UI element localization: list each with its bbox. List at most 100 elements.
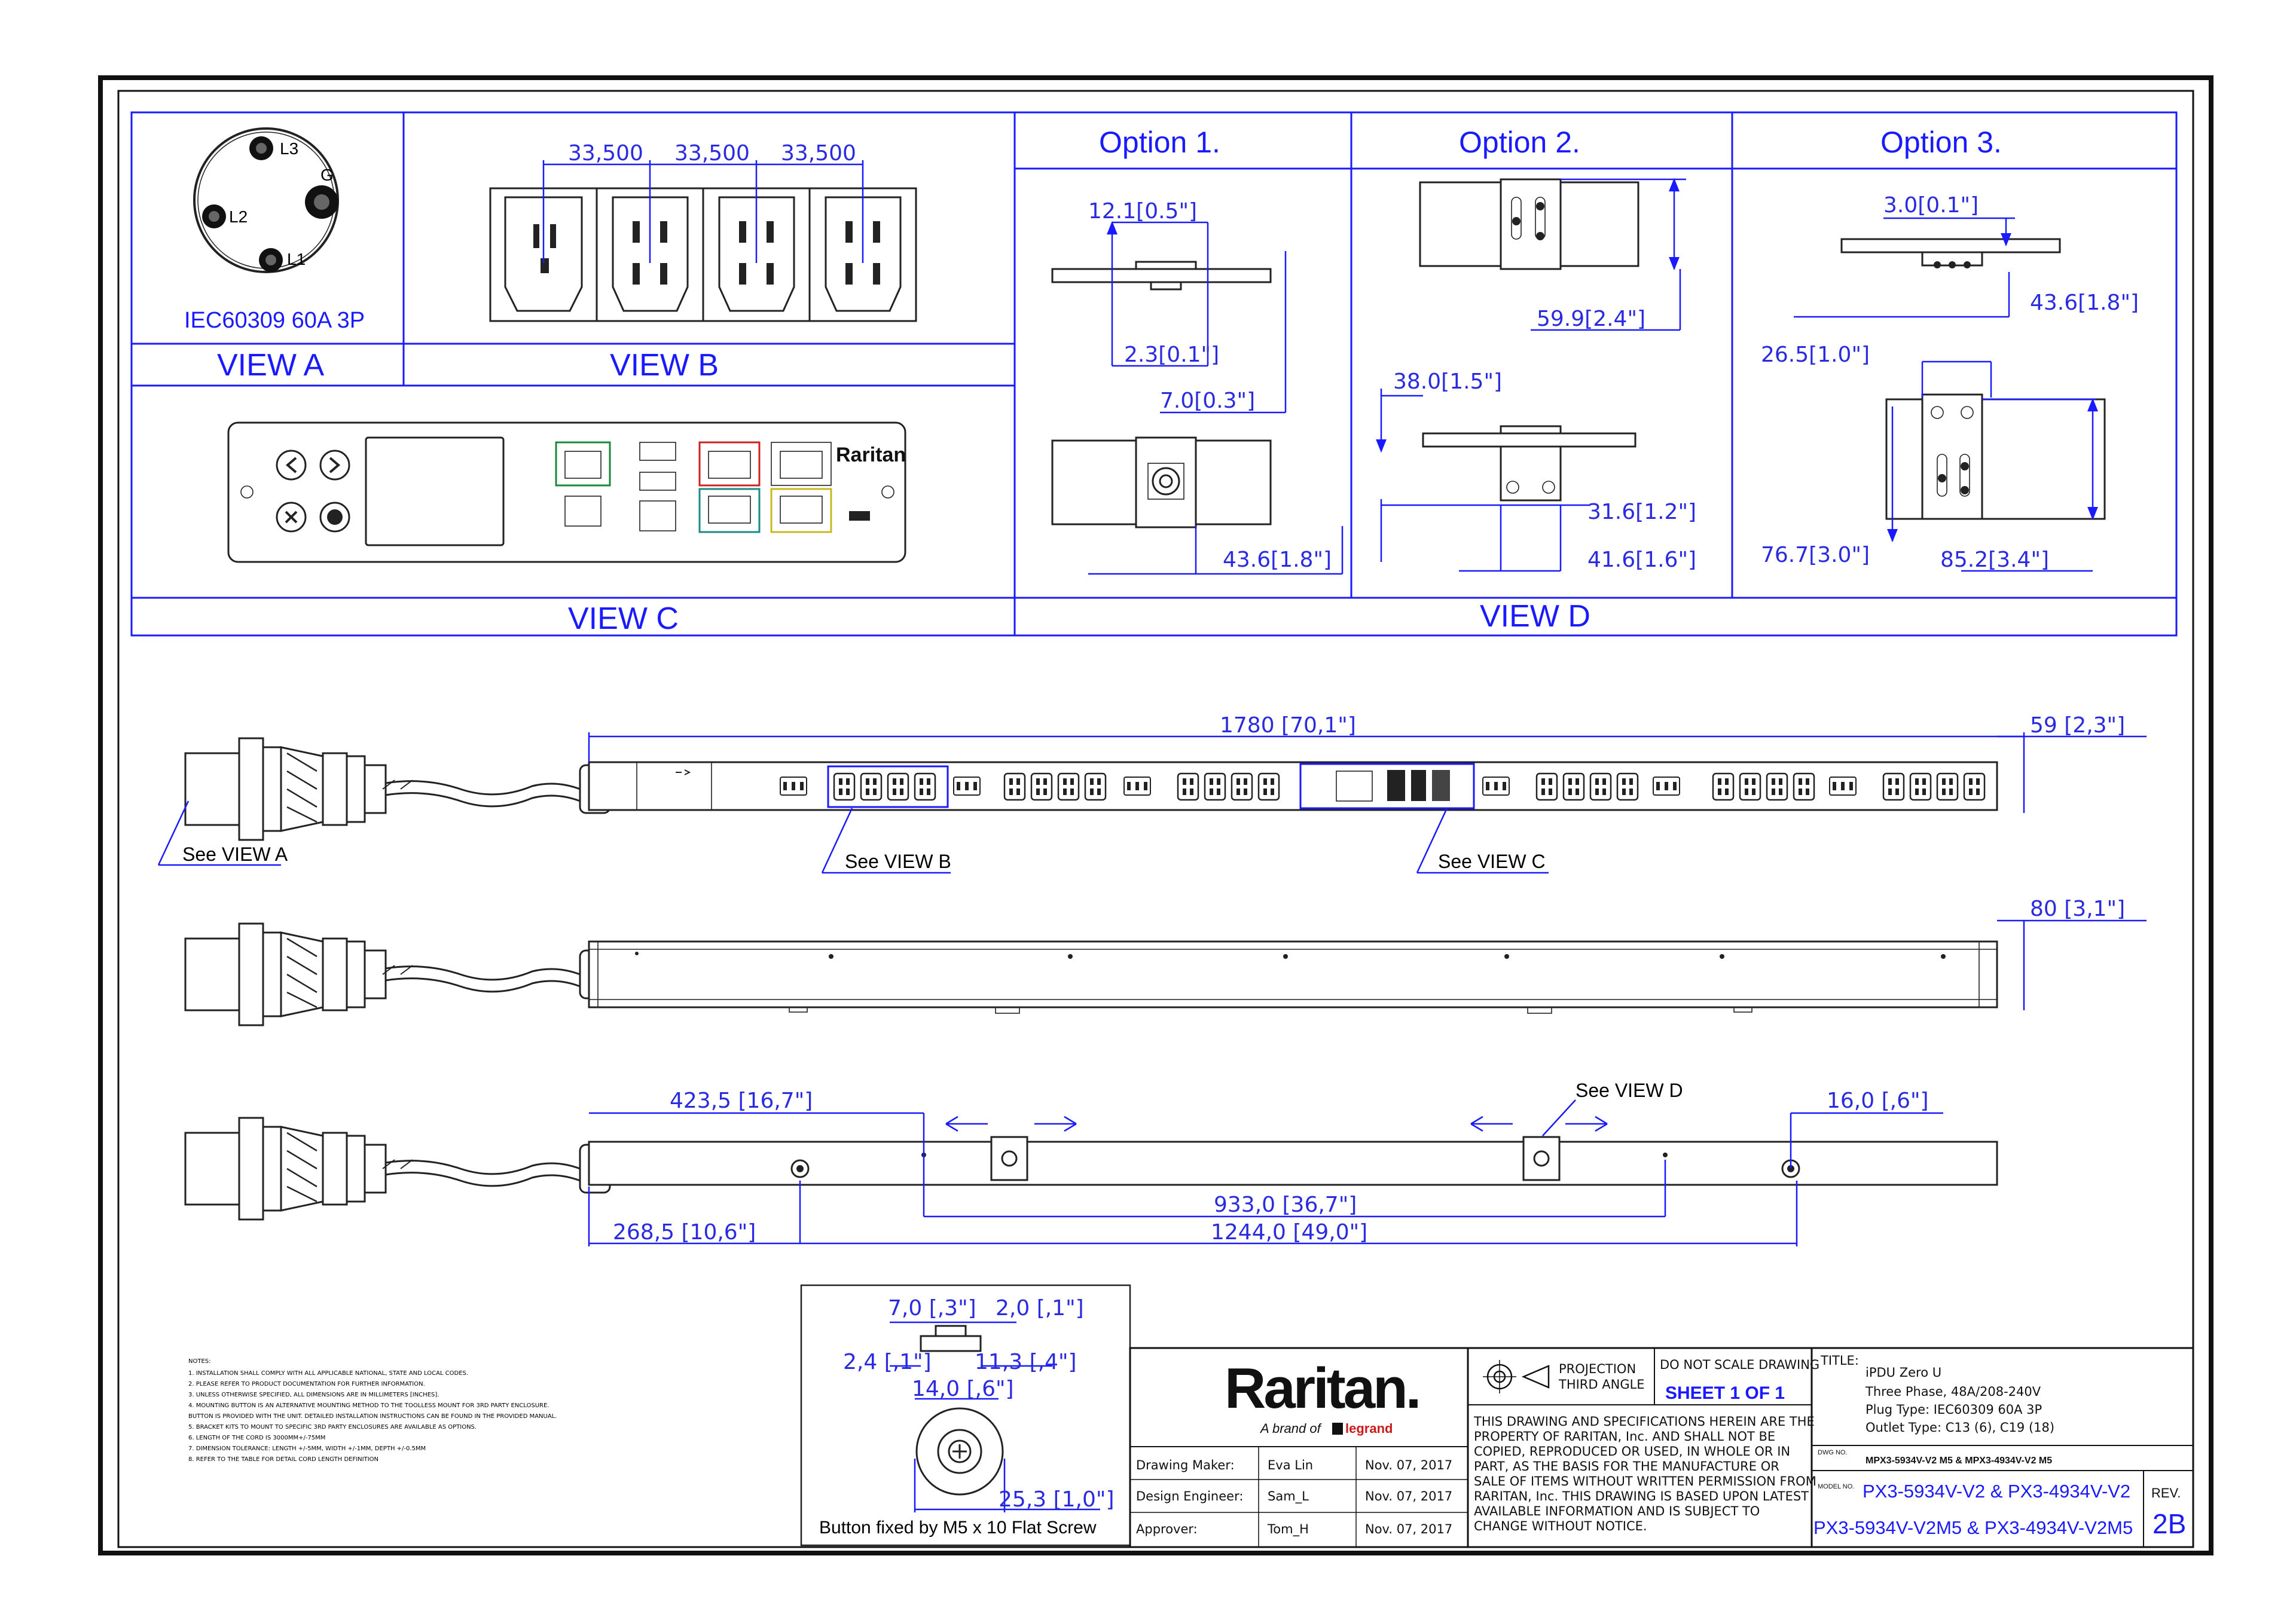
view-b-pitch-3: 33,500 bbox=[781, 141, 856, 166]
note-line-1: 1. INSTALLATION SHALL COMPLY WITH ALL AP… bbox=[188, 1370, 468, 1377]
view-c-controller-panel: Raritan bbox=[227, 421, 906, 563]
opt2-dim-3: 31.6[1.2"] bbox=[1587, 500, 1696, 524]
disclaimer-3: COPIED, REPRODUCED OR USED, IN WHOLE OR … bbox=[1474, 1444, 1790, 1459]
date-approver: Nov. 07, 2017 bbox=[1365, 1522, 1452, 1536]
brand-parent: legrand bbox=[1345, 1421, 1393, 1436]
title-line-3: Plug Type: IEC60309 60A 3P bbox=[1866, 1402, 2042, 1417]
pin-label-l2: L2 bbox=[229, 207, 248, 226]
opt2-dim-1: 59.9[2.4"] bbox=[1537, 307, 1645, 331]
title-block: Raritan. A brand of legrand Drawing Make… bbox=[1129, 1347, 2194, 1548]
rev-value: 2B bbox=[2152, 1508, 2186, 1539]
option-1-title: Option 1. bbox=[1099, 126, 1220, 159]
see-view-d: See VIEW D bbox=[1576, 1080, 1683, 1101]
note-line-3: 3. UNLESS OTHERWISE SPECIFIED, ALL DIMEN… bbox=[188, 1392, 439, 1398]
opt1-dim-2: 2.3[0.1"] bbox=[1124, 343, 1219, 367]
dwg-number: MPX3-5934V-V2 M5 & MPX3-4934V-V2 M5 bbox=[1866, 1456, 2052, 1466]
role-drawing-maker: Drawing Maker: bbox=[1136, 1458, 1235, 1472]
title-label: TITLE: bbox=[1820, 1353, 1859, 1368]
opt3-dim-2: 43.6[1.8"] bbox=[2030, 291, 2139, 315]
disclaimer-1: THIS DRAWING AND SPECIFICATIONS HEREIN A… bbox=[1473, 1414, 1815, 1429]
model-number-1: PX3-5934V-V2 & PX3-4934V-V2 bbox=[1863, 1481, 2130, 1502]
role-design-engineer: Design Engineer: bbox=[1136, 1489, 1243, 1503]
pin-label-l1: L1 bbox=[287, 250, 306, 268]
brand-logo: Raritan. bbox=[1225, 1356, 1419, 1420]
see-view-a: See VIEW A bbox=[182, 843, 288, 865]
note-line-7: 6. LENGTH OF THE CORD IS 3000MM+/-75MM bbox=[188, 1435, 325, 1441]
brand-sub: A brand of bbox=[1259, 1421, 1323, 1436]
opt3-dim-1: 3.0[0.1"] bbox=[1883, 193, 1979, 218]
disclaimer-2: PROPERTY OF RARITAN, Inc. AND SHALL NOT … bbox=[1474, 1429, 1775, 1444]
overall-length-dim: 1780 [70,1"] bbox=[1220, 713, 1356, 738]
front-elevation: 1780 [70,1"] 59 [2,3"] See VIEW A See VI… bbox=[157, 713, 2147, 874]
note-line-5: BUTTON IS PROVIDED WITH THE UNIT. DETAIL… bbox=[188, 1413, 557, 1420]
opt3-dim-4: 76.7[3.0"] bbox=[1761, 543, 1870, 567]
disclaimer-6: RARITAN, Inc. THIS DRAWING IS BASED UPON… bbox=[1474, 1489, 1809, 1503]
note-line-2: 2. PLEASE REFER TO PRODUCT DOCUMENTATION… bbox=[188, 1381, 425, 1387]
pin-label-l3: L3 bbox=[280, 139, 298, 158]
disclaimer-4: PART, AS THE BASIS FOR THE MANUFACTURE O… bbox=[1474, 1459, 1779, 1474]
back-elevation: 423,5 [16,7"] 16,0 [,6"] 933,0 [36,7"] 2… bbox=[184, 1080, 1998, 1246]
view-b-pitch-1: 33,500 bbox=[568, 141, 643, 166]
btn-dim-2: 2,0 [,1"] bbox=[996, 1296, 1084, 1321]
option-2-drawing: 59.9[2.4"] 38.0[1.5"] 31.6[1.2"] 41.6[1.… bbox=[1376, 178, 1696, 572]
date-design-engineer: Nov. 07, 2017 bbox=[1365, 1489, 1452, 1503]
rev-label: REV. bbox=[2151, 1486, 2181, 1500]
option-2-title: Option 2. bbox=[1459, 126, 1580, 159]
role-approver: Approver: bbox=[1136, 1522, 1198, 1536]
width-dim: 59 [2,3"] bbox=[2030, 713, 2125, 738]
sheet-number: SHEET 1 OF 1 bbox=[1665, 1383, 1785, 1403]
dwg-label: DWG NO. bbox=[1818, 1449, 1848, 1456]
note-line-6: 5. BRACKET KITS TO MOUNT TO SPECIFIC 3RD… bbox=[188, 1424, 477, 1431]
opt3-dim-5: 85.2[3.4"] bbox=[1940, 548, 2049, 572]
projection-line-1: PROJECTION bbox=[1559, 1362, 1636, 1376]
third-angle-projection-icon bbox=[1483, 1360, 1550, 1393]
dim-1244: 1244,0 [49,0"] bbox=[1211, 1220, 1367, 1245]
view-a-label: VIEW A bbox=[217, 348, 324, 383]
see-view-b: See VIEW B bbox=[845, 851, 951, 872]
option-3-title: Option 3. bbox=[1880, 126, 2002, 159]
date-drawing-maker: Nov. 07, 2017 bbox=[1365, 1458, 1452, 1472]
btn-dim-4: 11,3 [,4"] bbox=[975, 1350, 1077, 1374]
title-line-4: Outlet Type: C13 (6), C19 (18) bbox=[1866, 1420, 2054, 1435]
disclaimer-8: CHANGE WITHOUT NOTICE. bbox=[1474, 1519, 1647, 1533]
pin-label-g: G bbox=[320, 166, 334, 184]
option-1-drawing: 12.1[0.5"] 2.3[0.1"] 7.0[0.3"] 43.6[1.8"… bbox=[1051, 199, 1344, 575]
opt3-dim-3: 26.5[1.0"] bbox=[1761, 343, 1870, 367]
btn-dim-1: 7,0 [,3"] bbox=[888, 1296, 976, 1321]
model-number-2: PX3-5934V-V2M5 & PX3-4934V-V2M5 bbox=[1813, 1517, 2133, 1538]
view-a-plug-face: L3 G L2 L1 IEC60309 60A 3P bbox=[184, 127, 365, 333]
note-line-8: 7. DIMENSION TOLERANCE: LENGTH +/-5MM, W… bbox=[188, 1445, 426, 1452]
view-b-outlet-block: 33,500 33,500 33,500 bbox=[489, 141, 917, 322]
btn-dim-6: 25,3 [1,0"] bbox=[999, 1487, 1115, 1512]
view-d-label: VIEW D bbox=[1480, 599, 1590, 634]
side-elevation: 80 [3,1"] bbox=[184, 897, 2147, 1026]
view-c-brand: Raritan bbox=[836, 444, 906, 466]
notes-block: NOTES: 1. INSTALLATION SHALL COMPLY WITH… bbox=[188, 1358, 557, 1463]
notes-heading: NOTES: bbox=[188, 1358, 211, 1365]
title-line-2: Three Phase, 48A/208-240V bbox=[1865, 1384, 2041, 1399]
note-line-4: 4. MOUNTING BUTTON IS AN ALTERNATIVE MOU… bbox=[188, 1402, 549, 1409]
name-drawing-maker: Eva Lin bbox=[1268, 1458, 1313, 1472]
option-3-drawing: 3.0[0.1"] 43.6[1.8"] 26.5[1.0"] 76.7[3.0… bbox=[1761, 193, 2139, 572]
see-view-c: See VIEW C bbox=[1438, 851, 1546, 872]
dim-16: 16,0 [,6"] bbox=[1827, 1089, 1929, 1113]
outer-border bbox=[98, 75, 2213, 1555]
projection-line-2: THIRD ANGLE bbox=[1558, 1377, 1645, 1392]
title-line-1: iPDU Zero U bbox=[1866, 1365, 1941, 1380]
view-b-pitch-2: 33,500 bbox=[674, 141, 750, 166]
opt1-dim-1: 12.1[0.5"] bbox=[1088, 199, 1197, 224]
inner-border bbox=[117, 90, 2194, 1548]
disclaimer-7: AVAILABLE INFORMATION AND IS SUBJECT TO bbox=[1474, 1504, 1760, 1518]
dim-423: 423,5 [16,7"] bbox=[670, 1089, 813, 1113]
do-not-scale: DO NOT SCALE DRAWING bbox=[1660, 1358, 1819, 1372]
view-b-label: VIEW B bbox=[610, 348, 719, 383]
depth-dim: 80 [3,1"] bbox=[2030, 897, 2125, 921]
dim-268: 268,5 [10,6"] bbox=[613, 1220, 756, 1245]
opt1-dim-4: 43.6[1.8"] bbox=[1223, 548, 1332, 572]
note-line-9: 8. REFER TO THE TABLE FOR DETAIL CORD LE… bbox=[188, 1456, 378, 1463]
opt2-dim-2: 38.0[1.5"] bbox=[1393, 369, 1502, 394]
opt2-dim-4: 41.6[1.6"] bbox=[1587, 548, 1696, 572]
disclaimer-5: SALE OF ITEMS WITHOUT WRITTEN PERMISSION… bbox=[1474, 1474, 1816, 1488]
name-design-engineer: Sam_L bbox=[1268, 1489, 1309, 1504]
